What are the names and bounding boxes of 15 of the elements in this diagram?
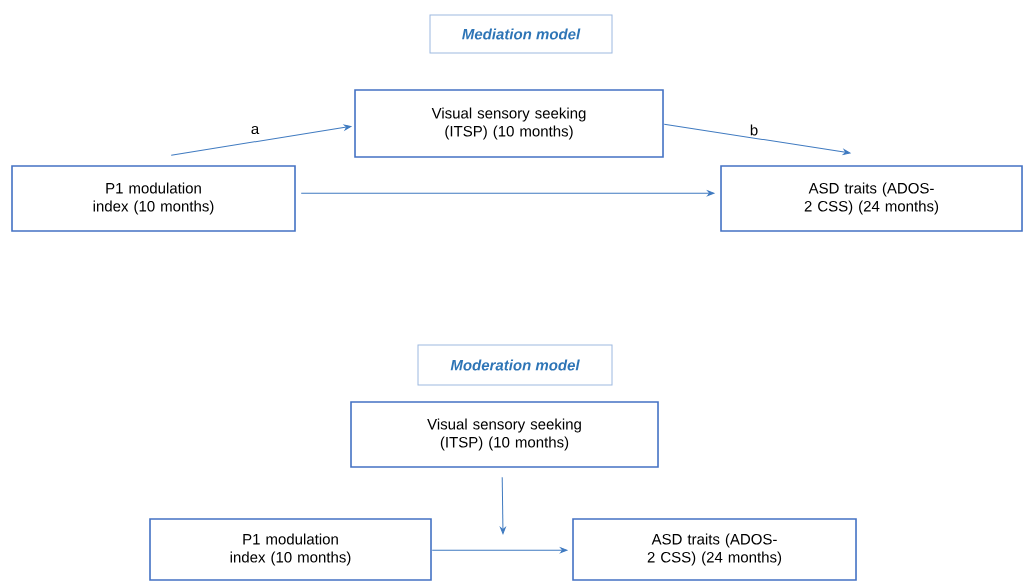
- variable-box: P1 modulation index (10 months): [11, 165, 296, 232]
- title-box: Mediation model: [429, 14, 613, 54]
- variable-box: Visual sensory seeking (ITSP) (10 months): [354, 89, 664, 158]
- arrow: [500, 476, 506, 535]
- variable-box: P1 modulation index (10 months): [149, 518, 432, 581]
- arrow: [431, 547, 568, 554]
- arrow: [300, 190, 715, 197]
- variable-box: ASD traits (ADOS-2 CSS) (24 months): [572, 518, 857, 581]
- variable-box: Visual sensory seeking (ITSP) (10 months): [350, 401, 659, 468]
- edge-label: a: [251, 125, 260, 135]
- variable-box: ASD traits (ADOS-2 CSS) (24 months): [720, 165, 1023, 232]
- arrow: [170, 124, 352, 156]
- title-box: Moderation model: [417, 344, 613, 386]
- edge-label: b: [750, 124, 758, 136]
- arrow: [663, 123, 851, 155]
